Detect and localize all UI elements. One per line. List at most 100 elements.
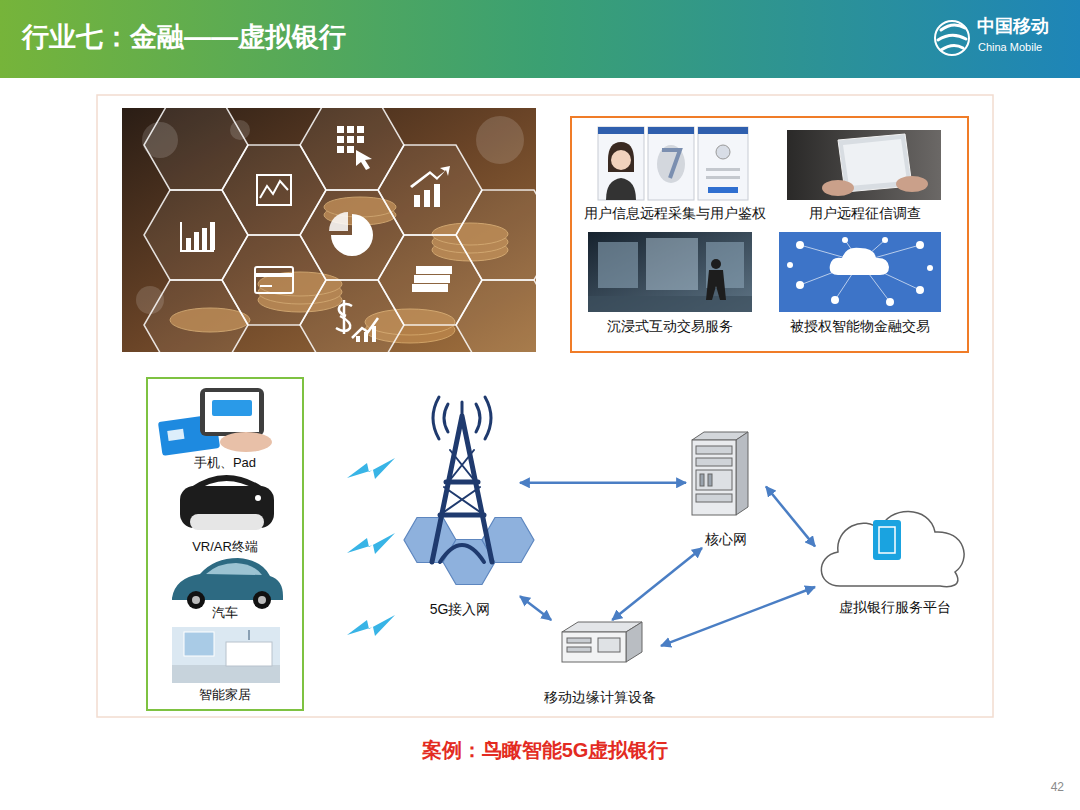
finance-photo — [144, 108, 248, 190]
phone-screenshots — [648, 127, 694, 200]
phone-screenshots — [606, 178, 636, 200]
immersive-room-photo — [588, 232, 752, 312]
header-band — [0, 0, 1080, 78]
content-panel — [97, 95, 993, 717]
iot-cloud-photo — [830, 248, 889, 275]
cell-tower — [432, 416, 492, 562]
finance-photo — [186, 238, 191, 250]
tablet-photo — [787, 130, 941, 200]
vr-headset-icon — [255, 495, 261, 501]
finance-photo — [456, 280, 536, 352]
device-item: 智能家居 — [152, 622, 298, 704]
car-icon — [253, 591, 271, 609]
phone-screenshots — [608, 142, 634, 172]
immersive-room-photo — [588, 232, 752, 312]
node-label: 智能家居 — [199, 686, 251, 704]
link-arrow — [661, 587, 815, 646]
node-label: VR/AR终端 — [192, 538, 258, 556]
finance-photo — [337, 136, 344, 143]
case-caption: 案例：鸟瞰智能5G虚拟银行 — [422, 737, 669, 763]
smart-home-icon — [226, 642, 272, 666]
device-item: VR/AR终端 — [152, 472, 298, 556]
core-network-cabinet — [692, 440, 736, 515]
logo-text: China Mobile — [978, 40, 1042, 55]
phone-card-icon — [220, 432, 272, 452]
phone-screenshots — [611, 150, 631, 170]
finance-photo — [202, 228, 207, 250]
finance-photo — [347, 126, 354, 133]
finance-photo — [144, 280, 248, 352]
finance-photo — [364, 332, 368, 342]
finance-photo — [434, 184, 440, 207]
tablet-photo — [822, 180, 854, 196]
finance-photo — [257, 175, 291, 205]
phone-screenshots — [698, 127, 748, 200]
finance-photo — [357, 126, 364, 133]
node-label: 汽车 — [212, 604, 238, 622]
service-panel-frame — [571, 117, 968, 352]
feature-caption: 沉浸式互动交易服务 — [607, 317, 733, 335]
phone-card-icon — [205, 392, 259, 432]
node-label: 核心网 — [705, 530, 747, 548]
phone-screenshots — [598, 127, 644, 134]
phone-screenshots — [648, 127, 694, 134]
cell-tower — [432, 397, 492, 562]
iot-cloud-photo — [886, 298, 894, 306]
iot-cloud-photo — [831, 296, 839, 304]
phone-screenshots — [706, 176, 740, 179]
device-group-frame — [147, 378, 303, 710]
smart-home-icon — [172, 665, 280, 683]
smart-home-icon — [172, 627, 280, 683]
cell-tower — [444, 404, 448, 432]
finance-photo — [260, 181, 288, 198]
edge-computing-node: 移动边缘计算设备 — [539, 620, 661, 706]
core-network-node: 核心网 — [686, 425, 766, 548]
finance-photo — [260, 285, 272, 287]
finance-photo — [194, 232, 199, 250]
finance-photo — [255, 273, 293, 277]
platform-node: 虚拟银行服务平台 — [815, 500, 975, 616]
page-number: 42 — [1051, 779, 1064, 795]
feature-caption: 用户远程征信调查 — [809, 204, 921, 222]
edge-computing-device — [567, 638, 591, 643]
phone-screenshots — [598, 127, 644, 200]
feature-caption: 用户信息远程采集与用户鉴权 — [584, 204, 766, 222]
node-label: 虚拟银行服务平台 — [839, 598, 951, 616]
link-arrow — [520, 596, 551, 620]
edge-computing-device — [567, 647, 591, 652]
finance-photo — [343, 300, 346, 334]
finance-photo — [180, 222, 215, 252]
finance-photo — [337, 146, 344, 153]
iot-cloud-photo — [916, 241, 924, 249]
smart-home-icon — [172, 627, 280, 683]
feature-caption: 被授权智能物金融交易 — [790, 317, 930, 335]
cell-tower — [485, 397, 491, 439]
finance-photo — [337, 126, 372, 170]
finance-photo — [347, 146, 354, 153]
finance-photo — [257, 175, 291, 205]
wireless-bolt — [347, 458, 395, 636]
core-network-cabinet — [700, 474, 704, 486]
phone-screenshots — [598, 127, 748, 200]
link-arrow — [520, 482, 686, 485]
iot-cloud-photo — [800, 240, 920, 302]
core-network-cabinet — [708, 474, 712, 486]
cell-tower — [476, 404, 480, 432]
finance-photo — [476, 116, 524, 164]
link-arrow — [612, 548, 702, 620]
iot-cloud-photo — [787, 262, 793, 268]
car-icon — [206, 563, 262, 575]
wireless-bolt — [347, 458, 395, 479]
device-group-frame — [147, 378, 303, 710]
finance-photo — [410, 166, 450, 207]
finance-photo — [416, 266, 452, 274]
finance-photo — [456, 190, 536, 280]
car-icon — [258, 596, 266, 604]
car-icon — [172, 558, 283, 609]
device-item: 汽车 — [152, 556, 298, 622]
finance-photo — [410, 166, 450, 188]
cell-tower — [444, 450, 480, 512]
cell-hex-tiles — [404, 518, 534, 585]
